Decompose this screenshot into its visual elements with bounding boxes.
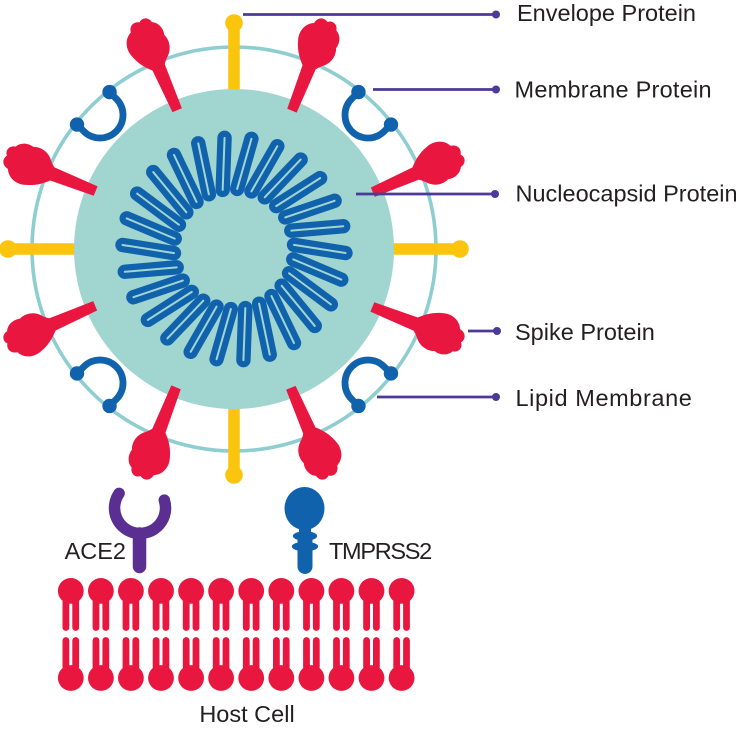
svg-text:Nucleocapsid Protein: Nucleocapsid Protein	[516, 180, 736, 206]
svg-text:Lipid Membrane: Lipid Membrane	[516, 385, 693, 411]
svg-text:Spike Protein: Spike Protein	[515, 319, 655, 345]
svg-text:Envelope Protein: Envelope Protein	[517, 0, 696, 26]
svg-text:Host Cell: Host Cell	[199, 701, 294, 727]
svg-text:TMPRSS2: TMPRSS2	[329, 538, 431, 564]
svg-text:Membrane Protein: Membrane Protein	[515, 77, 712, 103]
svg-text:ACE2: ACE2	[65, 538, 126, 564]
